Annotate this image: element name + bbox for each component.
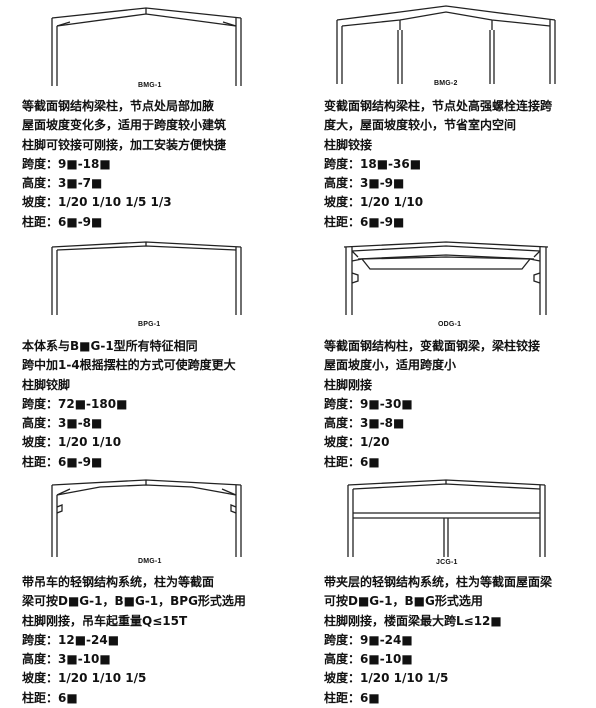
diagram-caption: ODG-1 xyxy=(438,321,462,328)
height-line: 高度：3■-10■ xyxy=(22,652,111,667)
column-spacing-line: 柱距：6■-9■ xyxy=(22,214,103,229)
description-line: 屋面坡度变化多，适用于跨度较小建筑 xyxy=(22,118,227,133)
frame-diagram-jcg-1 xyxy=(347,479,546,557)
column-spacing-line: 柱距：6■ xyxy=(324,454,380,469)
description-block: 本体系与B■G-1型所有特征相同 跨中加1-4根摇摆柱的方式可使跨度更大 柱脚铰… xyxy=(22,337,236,472)
description-block: 变截面钢结构梁柱，节点处高强螺栓连接跨 度大，屋面坡度较小，节省室内空间 柱脚铰… xyxy=(324,97,552,232)
slope-line: 坡度：1/20 xyxy=(324,435,390,450)
diagram-caption: DMG-1 xyxy=(138,558,162,565)
diagram-caption: BMG-2 xyxy=(434,80,458,87)
description-block: 带吊车的轻钢结构系统，柱为等截面 梁可按D■G-1，B■G-1，BPG形式选用 … xyxy=(22,573,246,708)
height-line: 高度：3■-7■ xyxy=(22,176,103,191)
diagram-caption: JCG-1 xyxy=(436,559,458,566)
slope-line: 坡度：1/20 1/10 xyxy=(22,435,122,450)
description-line: 柱脚铰脚 xyxy=(22,377,71,392)
slope-line: 坡度：1/20 1/10 1/5 1/3 xyxy=(22,195,172,210)
slope-line: 坡度：1/20 1/10 1/5 xyxy=(22,671,147,686)
description-line: 带吊车的轻钢结构系统，柱为等截面 xyxy=(22,575,215,589)
description-block: 等截面钢结构柱，变截面钢梁，梁柱铰接 屋面坡度小，适用跨度小 柱脚刚接 跨度：9… xyxy=(324,337,540,472)
description-line: 带夹层的轻钢结构系统，柱为等截面屋面梁 xyxy=(324,575,553,589)
slope-line: 坡度：1/20 1/10 1/5 xyxy=(324,671,449,686)
column-spacing-line: 柱距：6■-9■ xyxy=(324,214,405,229)
height-line: 高度：6■-10■ xyxy=(324,652,413,667)
height-line: 高度：3■-8■ xyxy=(324,416,405,431)
description-line: 柱脚刚接 xyxy=(324,377,373,392)
frame-diagram-dmg-1 xyxy=(51,479,242,557)
column-spacing-line: 柱距：6■ xyxy=(22,690,78,705)
height-line: 高度：3■-9■ xyxy=(324,176,405,191)
frame-diagram-bpg-1 xyxy=(51,241,242,315)
frame-diagram-odg-1 xyxy=(343,241,549,315)
section-dmg-1: DMG-1 带吊车的轻钢结构系统，柱为等截面 梁可按D■G-1，B■G-1，BP… xyxy=(0,475,290,708)
section-jcg-1: JCG-1 带夹层的轻钢结构系统，柱为等截面屋面梁 可按D■G-1，B■G形式选… xyxy=(300,475,590,708)
slope-line: 坡度：1/20 1/10 xyxy=(324,195,424,210)
span-line: 跨度：12■-24■ xyxy=(22,632,120,647)
description-line: 屋面坡度小，适用跨度小 xyxy=(324,358,457,373)
diagram-caption: BMG-1 xyxy=(138,82,162,89)
span-line: 跨度：9■-18■ xyxy=(22,156,111,171)
column-spacing-line: 柱距：6■ xyxy=(324,690,380,705)
description-line: 柱脚刚接，吊车起重量Q≤15T xyxy=(22,613,188,628)
frame-diagram-bmg-1 xyxy=(51,7,242,86)
description-line: 等截面钢结构梁柱，节点处局部加腋 xyxy=(22,99,215,113)
description-line: 跨中加1-4根摇摆柱的方式可使跨度更大 xyxy=(22,358,236,373)
span-line: 跨度：72■-180■ xyxy=(22,396,128,411)
span-line: 跨度：9■-24■ xyxy=(324,632,413,647)
span-line: 跨度：18■-36■ xyxy=(324,156,422,171)
column-spacing-line: 柱距：6■-9■ xyxy=(22,454,103,469)
description-line: 柱脚铰接 xyxy=(324,137,373,152)
description-line: 等截面钢结构柱，变截面钢梁，梁柱铰接 xyxy=(324,339,541,353)
description-line: 度大，屋面坡度较小，节省室内空间 xyxy=(324,118,517,133)
description-line: 柱脚刚接，楼面梁最大跨L≤12■ xyxy=(324,613,502,628)
section-odg-1: ODG-1 等截面钢结构柱，变截面钢梁，梁柱铰接 屋面坡度小，适用跨度小 柱脚刚… xyxy=(300,235,590,475)
description-line: 柱脚可铰接可刚接，加工安装方便快捷 xyxy=(22,137,227,152)
diagram-caption: BPG-1 xyxy=(138,321,161,328)
description-line: 变截面钢结构梁柱，节点处高强螺栓连接跨 xyxy=(324,99,553,113)
section-bmg-1: BMG-1 等截面钢结构梁柱，节点处局部加腋 屋面坡度变化多，适用于跨度较小建筑… xyxy=(0,0,290,235)
frame-diagram-bmg-2 xyxy=(336,5,556,84)
description-block: 带夹层的轻钢结构系统，柱为等截面屋面梁 可按D■G-1，B■G形式选用 柱脚刚接… xyxy=(324,573,552,708)
height-line: 高度：3■-8■ xyxy=(22,416,103,431)
description-line: 梁可按D■G-1，B■G-1，BPG形式选用 xyxy=(22,594,246,609)
span-line: 跨度：9■-30■ xyxy=(324,396,413,411)
section-bpg-1: BPG-1 本体系与B■G-1型所有特征相同 跨中加1-4根摇摆柱的方式可使跨度… xyxy=(0,235,290,475)
description-line: 可按D■G-1，B■G形式选用 xyxy=(324,594,483,609)
description-block: 等截面钢结构梁柱，节点处局部加腋 屋面坡度变化多，适用于跨度较小建筑 柱脚可铰接… xyxy=(22,97,226,232)
description-line: 本体系与B■G-1型所有特征相同 xyxy=(22,339,198,353)
section-bmg-2: BMG-2 变截面钢结构梁柱，节点处高强螺栓连接跨 度大，屋面坡度较小，节省室内… xyxy=(300,0,590,235)
